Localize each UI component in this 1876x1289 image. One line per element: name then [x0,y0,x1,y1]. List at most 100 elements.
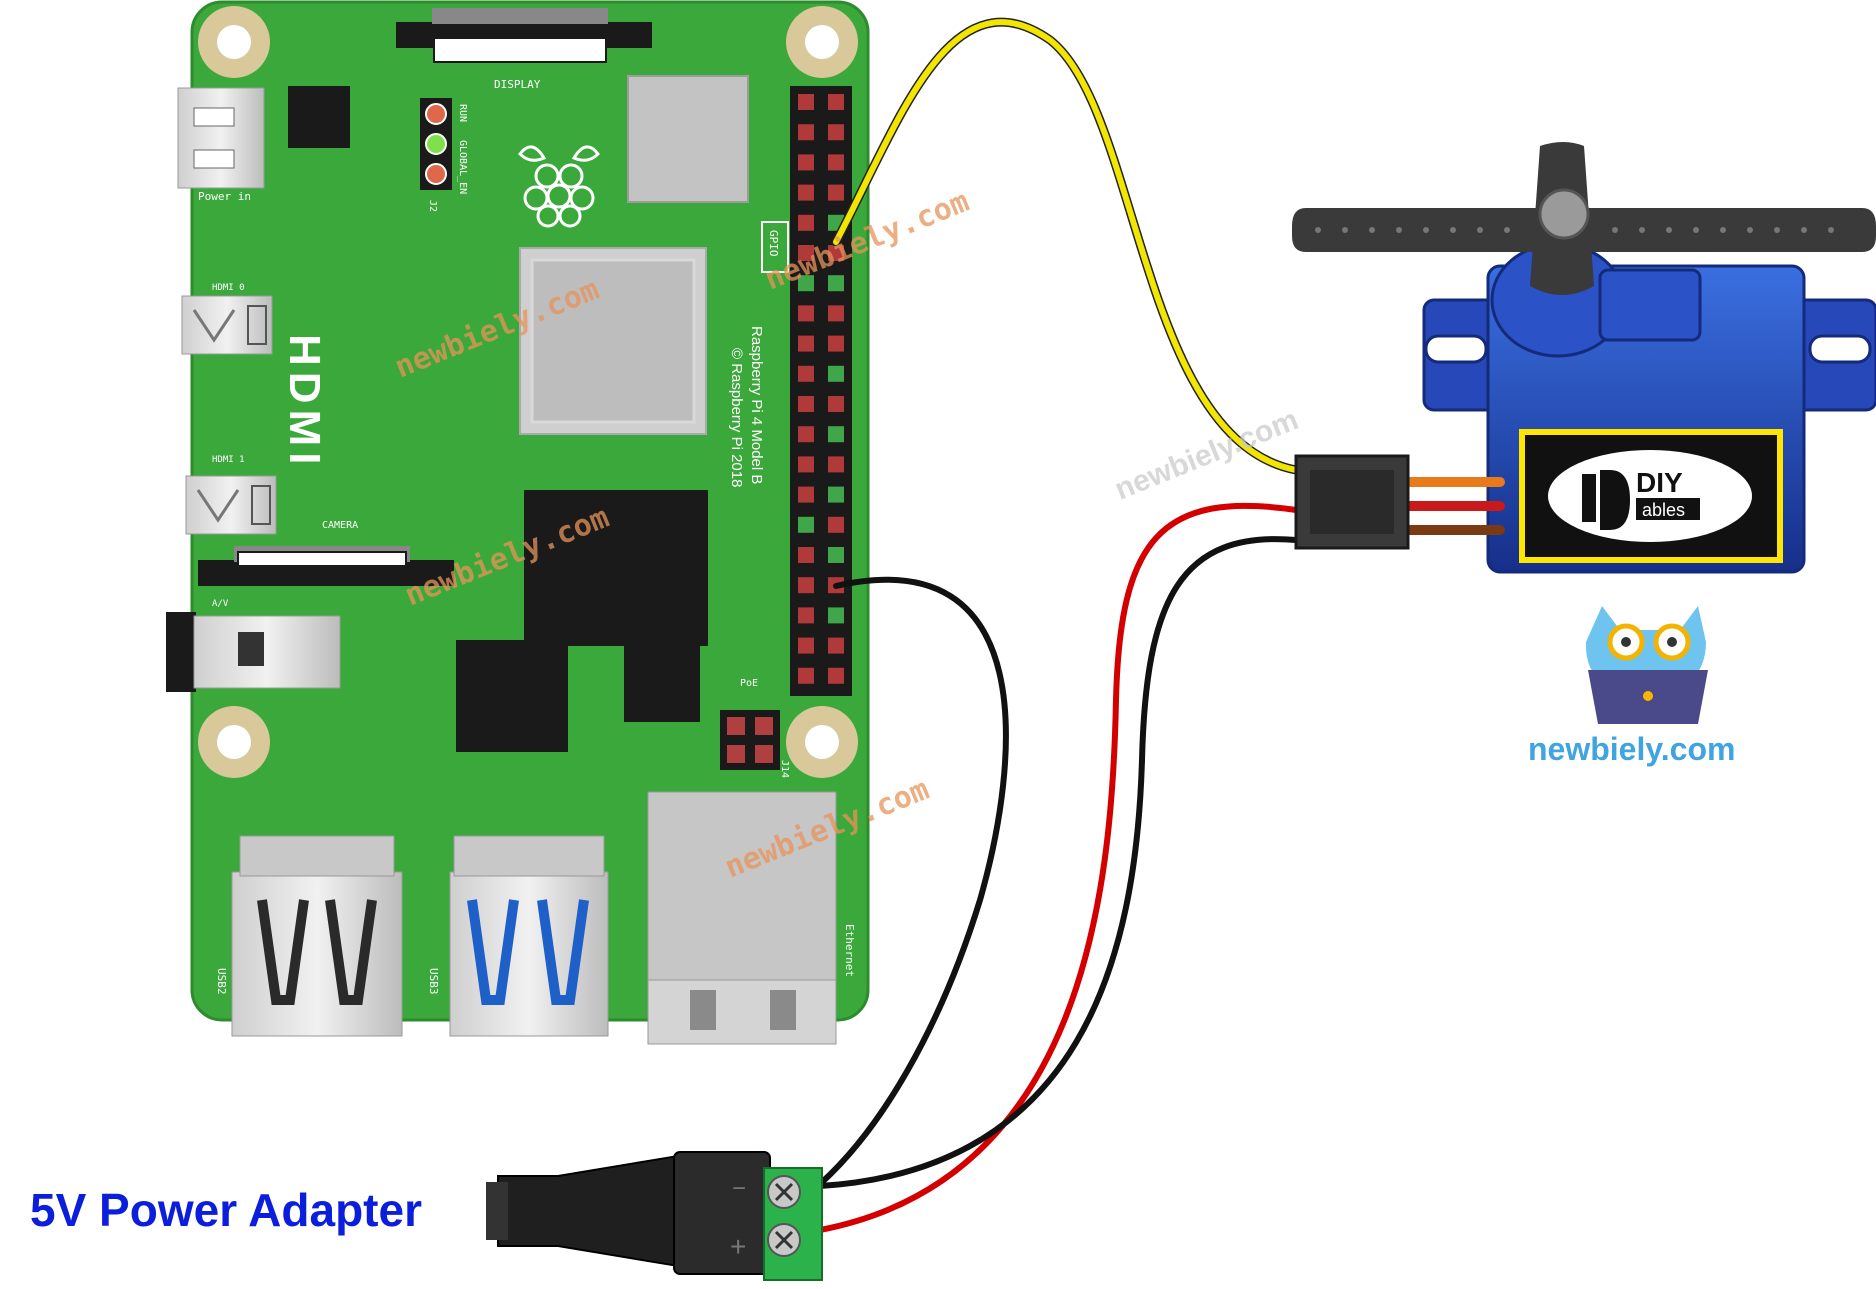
diyables-logo-icon: DIY ables [1582,467,1700,530]
gpio-pin [828,365,844,382]
dc-barrel-adapter: − + [486,1151,823,1281]
wire-signal [833,19,1299,473]
gpio-pin [828,516,844,533]
usb2-label: USB2 [215,968,228,995]
gpio-pin [828,667,844,684]
power-in-port [177,87,265,189]
hdmi0-port [181,295,273,355]
chip-small-top [288,86,350,148]
horn-hole [1774,227,1780,233]
wire-ground-pi [817,576,1009,1187]
horn-hole [1477,227,1483,233]
horn-hole [1450,227,1456,233]
horn-hole [1828,227,1834,233]
horn-hole [1369,227,1375,233]
hdmi-big-label: HDMI [280,334,329,470]
av-label: A/V [212,599,229,609]
gpio-pin [798,305,814,322]
logo-diy-text: DIY [1636,467,1683,498]
power-adapter-label: 5V Power Adapter [30,1184,422,1236]
raspberry-pi-board: DISPLAY Power in RUN GLOBAL_EN J2 [166,0,870,1045]
gpio-pin [798,214,814,231]
horn-hole [1639,227,1645,233]
av-jack [166,612,341,692]
horn-hole [1612,227,1618,233]
status-leds [420,98,452,190]
horn-hole [1666,227,1672,233]
gpio-pin [798,396,814,412]
gpio-pin [828,124,844,141]
chip-usb [456,640,568,752]
gpio-pin [798,154,814,171]
camera-connector [198,546,454,586]
hdmi0-label: HDMI 0 [212,283,245,293]
j14-label: J14 [779,760,790,778]
global-en-label: GLOBAL_EN [457,140,468,194]
gpio-pin [828,335,844,352]
horn-hole [1747,227,1753,233]
gpio-pin [798,245,814,261]
gpio-pin [828,637,844,654]
gpio-header [790,86,852,696]
horn-hole [1720,227,1726,233]
usb2-port [231,835,403,1037]
logo-ables-text: ables [1642,500,1685,520]
gpio-pin [798,335,814,352]
ethernet-label: Ethernet [843,924,856,977]
brand-site-label: newbiely.com [1528,731,1735,767]
gpio-pin [798,516,814,533]
horn-hole [1315,227,1321,233]
servo-connector-inner [1310,470,1394,534]
gpio-pin [798,547,814,563]
gpio-pin [828,305,844,322]
cpu-chip [519,247,707,435]
gpio-pin [828,396,844,412]
camera-label: CAMERA [322,520,358,531]
hdmi1-label: HDMI 1 [212,455,245,465]
ethernet-port [647,791,837,1045]
gpio-label-box [761,221,789,273]
gpio-pin [828,426,844,443]
display-connector [396,8,652,63]
gpio-pin [798,607,814,624]
gpio-label: GPIO [767,230,780,257]
gpio-pin [828,456,844,473]
wire-power [817,502,1299,1233]
model-line1: Raspberry Pi 4 Model B [748,326,765,484]
gpio-pin [828,94,844,110]
owl-laptop-icon [1585,606,1708,724]
power-in-label: Power in [198,190,251,203]
wifi-module [627,75,749,203]
horn-hole [1504,227,1510,233]
gpio-pin [828,154,844,171]
mounting-holes [198,6,858,778]
gpio-pin [798,94,814,110]
horn-hole [1693,227,1699,233]
gpio-pin [798,184,814,201]
poe-label: PoE [740,678,758,689]
raspberry-logo-icon [518,145,600,228]
adapter-minus-label: − [732,1175,746,1202]
horn-hole [1342,227,1348,233]
horn-hole [1801,227,1807,233]
gpio-pin [798,456,814,473]
chip-power [624,646,700,722]
chip-ram [524,490,708,646]
gpio-pin [828,184,844,201]
gpio-pin [828,547,844,563]
gpio-pin [798,124,814,141]
model-line2: © Raspberry Pi 2018 [728,348,745,487]
poe-header [720,710,780,770]
gpio-pin [828,275,844,292]
usb3-label: USB3 [427,968,440,995]
screw-terminal-icon [763,1167,823,1281]
gpio-pin [798,637,814,654]
wire-signal-outline [831,17,1301,475]
horn-hole [1423,227,1429,233]
wire-ground-servo [817,536,1299,1189]
servo-logo-oval [1548,450,1752,542]
usb3-port [449,835,609,1037]
wires [817,17,1505,1233]
